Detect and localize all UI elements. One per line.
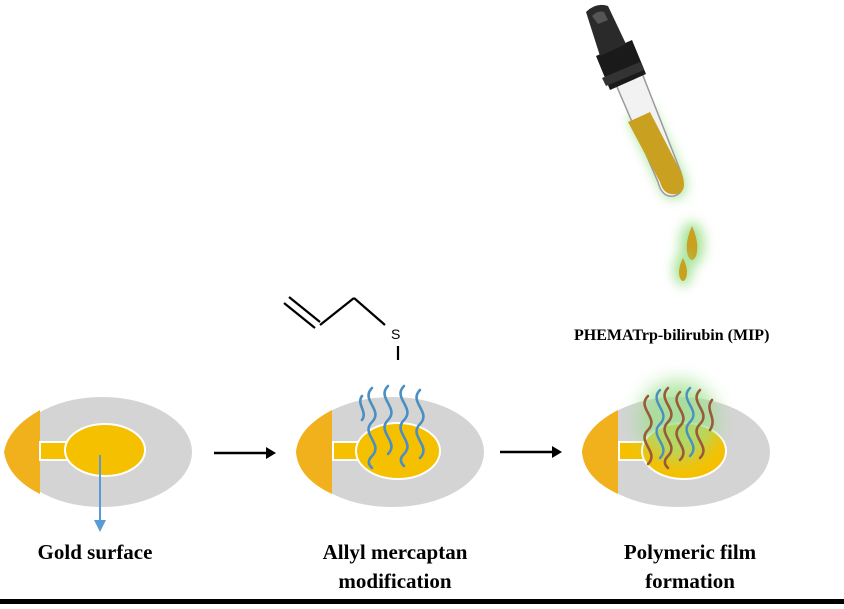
gold-contact xyxy=(4,410,40,494)
drop-2 xyxy=(679,258,687,281)
thiol-monolayer xyxy=(359,384,425,470)
polymer-chains xyxy=(643,386,714,470)
gold-contact xyxy=(582,410,618,494)
process-arrow-1-head xyxy=(266,447,276,459)
dropper-collar-rim xyxy=(602,62,644,86)
step-label-line1: Allyl mercaptan xyxy=(322,540,468,564)
sulfur-atom-label: S xyxy=(391,326,400,342)
gold-contact xyxy=(296,410,332,494)
dropper xyxy=(586,4,686,199)
process-arrow-2-head xyxy=(552,446,562,458)
electrode-gold-surface xyxy=(4,397,192,532)
dropper-bulb-highlight xyxy=(592,11,608,24)
step-label-line2: modification xyxy=(338,569,452,593)
step-label-allyl-mercaptan: Allyl mercaptan modification xyxy=(290,538,500,596)
electrode-polymeric-film xyxy=(582,380,770,507)
step-label-line2: formation xyxy=(645,569,735,593)
pointer-arrowhead xyxy=(94,520,106,532)
step-label-gold-surface: Gold surface xyxy=(10,538,180,567)
step-label-polymeric-film: Polymeric film formation xyxy=(590,538,790,596)
drop-1 xyxy=(686,226,698,260)
gold-disk xyxy=(64,423,146,477)
polymer-label: PHEMATrp-bilirubin (MIP) xyxy=(574,327,770,344)
allyl-mercaptan-structure xyxy=(283,296,400,360)
mip-drops xyxy=(674,222,704,286)
electrode-allyl-mercaptan: S xyxy=(283,296,484,507)
dropper-liquid xyxy=(628,112,684,195)
bottom-rule xyxy=(0,599,844,604)
step-label-line1: Gold surface xyxy=(37,540,153,564)
thiol-monolayer xyxy=(655,386,695,460)
step-label-line1: Polymeric film xyxy=(623,540,757,564)
